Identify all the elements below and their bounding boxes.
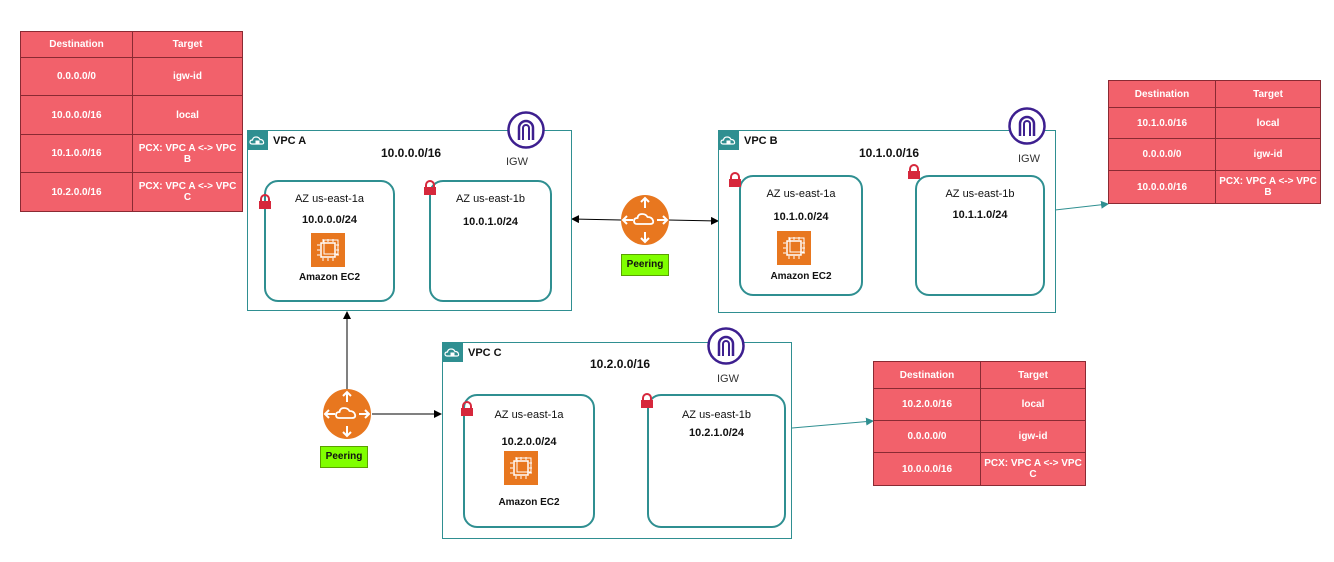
- ec2-label: Amazon EC2: [498, 497, 560, 508]
- internet-gateway-icon: [1008, 107, 1046, 145]
- table-cell: 0.0.0.0/0: [1108, 138, 1216, 171]
- table-row: 10.1.0.0/16 local: [1108, 107, 1321, 139]
- subnet-cidr: 10.0.1.0/24: [462, 216, 519, 228]
- subnet-cidr: 10.2.0.0/24: [501, 436, 557, 448]
- table-cell: 0.0.0.0/0: [873, 420, 981, 453]
- table-cell: 10.1.0.0/16: [1108, 107, 1216, 139]
- table-cell: 10.2.0.0/16: [20, 172, 133, 212]
- internet-gateway-icon: [507, 111, 545, 149]
- connector-a-b-right: [667, 216, 719, 225]
- route-table-vpc-b: Destination Target 10.1.0.0/16 local 0.0…: [1108, 80, 1321, 204]
- padlock-icon: [259, 194, 271, 209]
- vpc-name: VPC A: [273, 135, 307, 147]
- route-table-vpc-a: Destination Target 0.0.0.0/0 igw-id 10.0…: [20, 31, 243, 212]
- route-table-header-target: Target: [1215, 80, 1321, 108]
- igw-label: IGW: [1018, 153, 1040, 165]
- subnet-cidr: 10.1.0.0/24: [773, 211, 829, 223]
- table-cell: 10.0.0.0/16: [1108, 170, 1216, 204]
- table-cell: local: [132, 95, 243, 135]
- connector-a-b-left: [571, 215, 622, 224]
- vpc-c: VPC C 10.2.0.0/16 IGW AZ us-east-1a 10.2…: [442, 342, 792, 539]
- az-us-east-1b: AZ us-east-1b 10.2.1.0/24: [647, 394, 786, 528]
- connector-vpc-c-route-table: [791, 417, 874, 429]
- az-us-east-1a: AZ us-east-1a 10.0.0.0/24 Amazon EC2: [264, 180, 395, 302]
- route-table-vpc-c: Destination Target 10.2.0.0/16 local 0.0…: [873, 361, 1086, 486]
- table-cell: PCX: VPC A <-> VPC B: [1215, 170, 1321, 204]
- table-cell: PCX: VPC A <-> VPC C: [132, 172, 243, 212]
- route-table-header-target: Target: [980, 361, 1086, 389]
- padlock-icon: [729, 172, 741, 187]
- connector-vpc-b-route-table: [1054, 200, 1109, 211]
- igw-label: IGW: [717, 373, 739, 385]
- padlock-icon: [641, 393, 653, 408]
- route-table-header-target: Target: [132, 31, 243, 58]
- table-cell: igw-id: [980, 420, 1086, 453]
- az-us-east-1a: AZ us-east-1a 10.1.0.0/24 Amazon EC2: [739, 175, 863, 296]
- ec2-chip-icon: [311, 233, 345, 267]
- table-row: 10.0.0.0/16 local: [20, 95, 243, 135]
- table-cell: 10.1.0.0/16: [20, 134, 133, 173]
- vpc-a: VPC A 10.0.0.0/16 IGW AZ us-east-1a 10.0…: [247, 130, 572, 311]
- table-cell: igw-id: [1215, 138, 1321, 171]
- table-cell: local: [1215, 107, 1321, 139]
- table-cell: 10.0.0.0/16: [873, 452, 981, 486]
- route-table-header-destination: Destination: [20, 31, 133, 58]
- table-cell: PCX: VPC A <-> VPC C: [980, 452, 1086, 486]
- cloud-lock-icon: [719, 131, 739, 150]
- route-table-header-destination: Destination: [1108, 80, 1216, 108]
- internet-gateway-icon: [707, 327, 745, 365]
- table-cell: local: [980, 388, 1086, 421]
- subnet-cidr: 10.0.0.0/24: [301, 214, 358, 226]
- ec2-chip-icon: [504, 451, 538, 485]
- router-icon: [621, 195, 669, 245]
- az-us-east-1b: AZ us-east-1b 10.1.1.0/24: [915, 175, 1045, 296]
- vpc-cidr: 10.0.0.0/16: [381, 146, 442, 160]
- table-row: 0.0.0.0/0 igw-id: [873, 420, 1086, 453]
- igw-label: IGW: [506, 156, 528, 168]
- az-name: AZ us-east-1a: [494, 409, 564, 421]
- vpc-cidr: 10.2.0.0/16: [590, 357, 651, 371]
- peering-label: Peering: [320, 446, 368, 468]
- vpc-b: VPC B 10.1.0.0/16 IGW AZ us-east-1a 10.1…: [718, 130, 1056, 313]
- table-row: 10.0.0.0/16 PCX: VPC A <-> VPC B: [1108, 170, 1321, 204]
- az-name: AZ us-east-1a: [294, 193, 365, 205]
- subnet-cidr: 10.2.1.0/24: [688, 427, 745, 439]
- az-name: AZ us-east-1a: [766, 188, 836, 200]
- cloud-lock-icon: [443, 343, 463, 362]
- ec2-chip-icon: [777, 231, 811, 265]
- padlock-icon: [424, 180, 436, 195]
- table-row: 10.2.0.0/16 local: [873, 388, 1086, 421]
- vpc-name: VPC B: [744, 135, 778, 147]
- az-name: AZ us-east-1b: [681, 409, 752, 421]
- table-cell: 0.0.0.0/0: [20, 57, 133, 96]
- az-name: AZ us-east-1b: [455, 193, 526, 205]
- ec2-label: Amazon EC2: [770, 271, 832, 282]
- az-name: AZ us-east-1b: [945, 188, 1015, 200]
- ec2-label: Amazon EC2: [298, 272, 361, 283]
- router-icon: [323, 389, 371, 439]
- az-us-east-1a: AZ us-east-1a 10.2.0.0/24 Amazon EC2: [463, 394, 595, 528]
- table-row: 10.0.0.0/16 PCX: VPC A <-> VPC C: [873, 452, 1086, 486]
- cloud-lock-icon: [248, 131, 268, 150]
- padlock-icon: [461, 401, 473, 416]
- table-cell: igw-id: [132, 57, 243, 96]
- vpc-cidr: 10.1.0.0/16: [859, 146, 920, 160]
- vpc-name: VPC C: [468, 347, 502, 359]
- table-row: 10.2.0.0/16 PCX: VPC A <-> VPC C: [20, 172, 243, 212]
- table-cell: 10.2.0.0/16: [873, 388, 981, 421]
- table-cell: 10.0.0.0/16: [20, 95, 133, 135]
- route-table-header-destination: Destination: [873, 361, 981, 389]
- peering-label: Peering: [621, 254, 669, 276]
- table-cell: PCX: VPC A <-> VPC B: [132, 134, 243, 173]
- az-us-east-1b: AZ us-east-1b 10.0.1.0/24: [429, 180, 552, 302]
- padlock-icon: [908, 164, 920, 179]
- table-row: 0.0.0.0/0 igw-id: [1108, 138, 1321, 171]
- table-row: 10.1.0.0/16 PCX: VPC A <-> VPC B: [20, 134, 243, 173]
- subnet-cidr: 10.1.1.0/24: [952, 209, 1008, 221]
- table-row: 0.0.0.0/0 igw-id: [20, 57, 243, 96]
